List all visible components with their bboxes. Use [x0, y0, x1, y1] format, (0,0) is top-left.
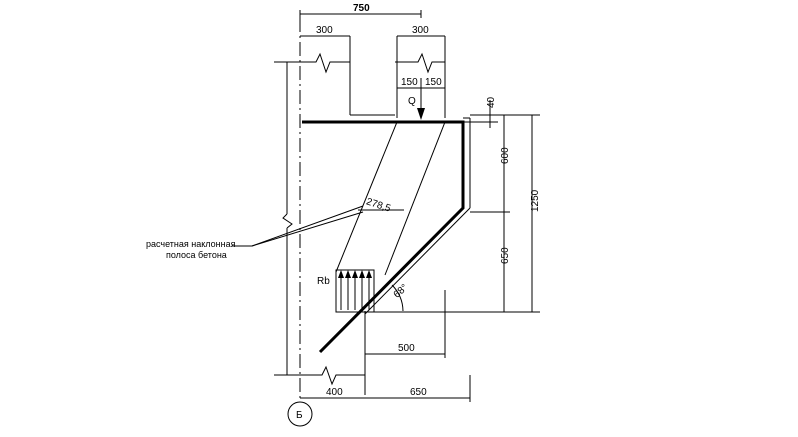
corbel-outline — [302, 120, 465, 354]
load-label: Q — [408, 96, 416, 107]
strip-left-edge — [335, 121, 398, 273]
rb-arrow-head-2 — [345, 270, 351, 278]
column-top-break-line — [274, 52, 350, 74]
rb-arrow-head-1 — [338, 270, 344, 278]
axis-marker-circle — [287, 401, 313, 427]
dim-150-left-label: 150 — [401, 77, 418, 88]
dim-300-right-label: 300 — [412, 25, 429, 36]
rb-label: Rb — [317, 276, 330, 287]
rb-arrow-head-5 — [366, 270, 372, 278]
load-arrow-head — [417, 108, 425, 120]
dim-1250-label: 1250 — [530, 189, 541, 212]
dim-400-label: 400 — [326, 387, 343, 398]
dim-650-bottom-label: 650 — [410, 387, 427, 398]
load-pad-break-line — [395, 52, 445, 74]
dim-500-label: 500 — [398, 343, 415, 354]
dim-300-left-label: 300 — [316, 25, 333, 36]
dim-150-right-label: 150 — [425, 77, 442, 88]
dim-650-right-label: 650 — [500, 247, 511, 264]
dim-750-label: 750 — [353, 3, 370, 14]
note-line-1: расчетная наклонная — [146, 239, 236, 249]
angle-arc — [391, 284, 404, 312]
rb-arrow-head-4 — [359, 270, 365, 278]
column-face-break-mark — [282, 213, 293, 229]
rb-arrow-head-3 — [352, 270, 358, 278]
strip-width-label: 278,5 — [365, 196, 393, 214]
rebar-inclined — [364, 207, 471, 315]
note-leader-upper — [251, 205, 364, 247]
column-bottom-break-line — [274, 365, 365, 386]
note-leader-lower — [251, 211, 364, 247]
dim-40-label: 40 — [486, 96, 497, 108]
note-line-2: полоса бетона — [166, 250, 227, 260]
dim-600-label: 600 — [500, 147, 511, 164]
axis-marker-label: Б — [296, 410, 303, 421]
strip-right-edge — [384, 121, 446, 276]
